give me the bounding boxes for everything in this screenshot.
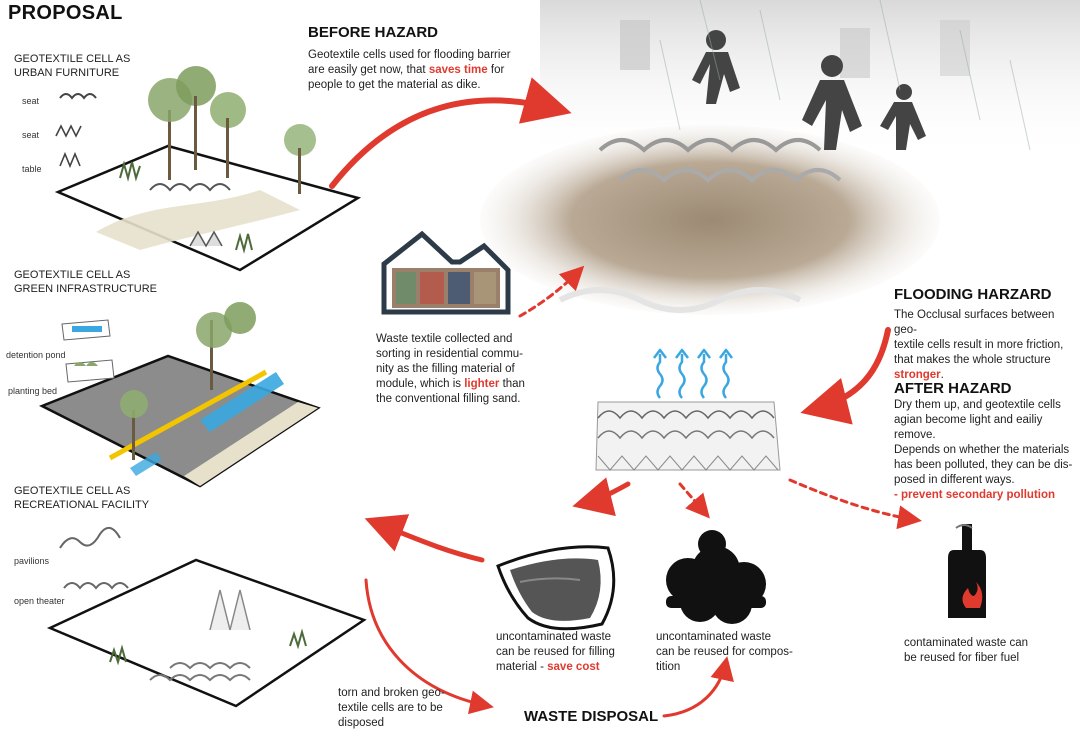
flooding-line1: The Occlusal surfaces between geo- [894,309,1055,336]
flooding-line2: textile cells result in more friction, [894,339,1064,351]
running-people-icon [692,30,926,150]
before-line2: are easily get now, that saves time for [308,63,548,78]
green-infrastructure-scene [38,302,321,488]
filling-line1: uncontaminated waste [496,631,612,643]
flood-hazard-illustration [480,0,1080,315]
after-hazard-heading: AFTER HAZARD [894,380,1012,397]
after-line5: posed in different ways. [894,474,1015,486]
prevent-pollution-highlight: - prevent secondary pollution [894,489,1056,501]
evaporation-icon [653,348,733,399]
urban-line2: URBAN FURNITURE [14,67,120,79]
after-line3: Depends on whether the materials [894,444,1070,456]
filling-line3: material - save cost [496,660,656,675]
before-line2-end: for [490,64,505,76]
before-line2-start: are easily get now, that [308,64,426,76]
waste-textile-line3: nity as the filling material of [376,363,515,375]
detention-pond-label: detention pond [6,350,66,360]
filling-line2: can be reused for filling [496,646,615,658]
before-line3: people to get the material as dike. [308,79,481,91]
seat-label-2: seat [22,130,40,140]
fuel-line1: contaminated waste can [904,637,1029,649]
planting-bed-label: planting bed [8,386,58,396]
rec-facility-label: GEOTEXTILE CELL AS RECREATIONAL FACILITY [14,484,149,512]
furnace-icon [948,524,986,618]
after-line2: agian become light and eailiy remove. [894,414,1043,441]
waste-textile-line2: sorting in residential commu- [376,348,524,360]
tree-icon [148,66,316,194]
rec-line1: GEOTEXTILE CELL AS [14,485,131,497]
filling-line3-start: material - [496,661,544,673]
green-line1: GEOTEXTILE CELL AS [14,269,131,281]
torn-line2: textile cells are to be [338,702,443,714]
table-label: table [22,164,42,174]
after-hazard-text: Dry them up, and geotextile cells agian … [894,398,1078,503]
flooding-text: The Occlusal surfaces between geo- texti… [894,308,1074,383]
fuel-line2: be reused for fiber fuel [904,652,1020,664]
urban-furniture-label: GEOTEXTILE CELL AS URBAN FURNITURE [14,52,130,80]
seat-label-1: seat [22,96,40,106]
urban-line1: GEOTEXTILE CELL AS [14,53,131,65]
save-cost-highlight: save cost [547,661,600,673]
page-title: PROPOSAL [8,2,123,24]
before-hazard-text: Geotextile cells used for flooding barri… [308,48,548,93]
open-theater-label: open theater [14,596,65,606]
waste-textile-text: Waste textile collected and sorting in r… [376,332,546,407]
waste-textile-line1: Waste textile collected and [376,333,513,345]
after-line1: Dry them up, and geotextile cells [894,399,1061,411]
fuel-caption: contaminated waste can be reused for fib… [904,636,1074,666]
compost-line1: uncontaminated waste [656,631,772,643]
pavilions-label: pavilions [14,556,50,566]
waste-textile-line4-start: module, which is [376,378,462,390]
flooding-hazard-heading: FLOODING HARZARD [894,286,1052,303]
rec-line2: RECREATIONAL FACILITY [14,499,150,511]
compost-caption: uncontaminated waste can be reused for c… [656,630,816,675]
green-infra-label: GEOTEXTILE CELL AS GREEN INFRASTRUCTURE [14,268,157,296]
flow-arrows [329,77,922,718]
after-line4: has been polluted, they can be dis- [894,459,1073,471]
torn-line1: torn and broken geo- [338,687,445,699]
flooding-line4: stronger. [894,368,1074,383]
geotextile-cell-module [595,401,781,471]
sandbag-icon [496,545,616,631]
waste-disposal-heading: WASTE DISPOSAL [524,708,659,725]
compost-pile-icon [666,530,766,624]
before-hazard-heading: BEFORE HAZARD [308,24,438,41]
urban-furniture-scene [54,66,362,272]
lighter-highlight: lighter [464,378,500,390]
recreational-facility-scene [46,527,367,708]
flooding-line4-end: . [940,369,944,381]
compost-line3: tition [656,661,681,673]
compost-line2: can be reused for compos- [656,646,793,658]
house-waste-textile-icon [381,230,511,315]
flooding-line3: that makes the whole structure [894,354,1051,366]
filling-caption: uncontaminated waste can be reused for f… [496,630,656,675]
waste-textile-line4: module, which is lighter than [376,377,546,392]
waste-textile-line5: the conventional filling sand. [376,393,521,405]
green-line2: GREEN INFRASTRUCTURE [14,283,158,295]
torn-line3: disposed [338,717,385,729]
torn-caption: torn and broken geo- textile cells are t… [338,686,478,731]
saves-time-highlight: saves time [428,64,488,76]
before-line1: Geotextile cells used for flooding barri… [308,49,511,61]
stronger-highlight: stronger [894,369,941,381]
waste-textile-line4-end: than [502,378,525,390]
